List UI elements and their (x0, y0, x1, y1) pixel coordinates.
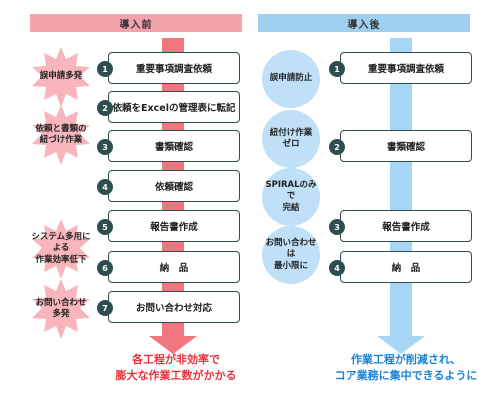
after-step-4: 4 納 品 (329, 251, 472, 283)
step-number: 3 (329, 219, 345, 235)
before-step-2: 2 依頼をExcelの管理表に転記 (97, 91, 240, 123)
step-number: 5 (97, 219, 113, 235)
step-label: 納 品 (159, 263, 189, 274)
problem-label: システム多用による 作業効率低下 (31, 232, 91, 265)
burst-shape (32, 279, 90, 339)
step-number: 4 (329, 260, 345, 276)
step-number: 7 (97, 300, 113, 316)
step-label: 書類確認 (386, 142, 425, 153)
before-step-3: 3 書類確認 (97, 130, 240, 162)
step-number: 1 (329, 61, 345, 77)
step-label: 重要事項調査依頼 (135, 64, 212, 75)
footer-before: 各工程が非効率で 膨大な作業工数がかかる (115, 353, 237, 382)
header-after: 導入後 (258, 14, 470, 32)
burst-shape (32, 219, 90, 279)
step-number: 6 (97, 260, 113, 276)
after-step-2: 2 書類確認 (329, 130, 472, 162)
solution-circle-2: 紐付け作業 ゼロ (262, 110, 320, 168)
step-label: 報告書作成 (150, 222, 198, 233)
before-step-1: 1 重要事項調査依頼 (97, 52, 240, 84)
after-step-3: 3 報告書作成 (329, 210, 472, 242)
before-step-7: 7 お問い合わせ対応 (97, 291, 240, 323)
step-label: 依頼確認 (154, 182, 193, 193)
before-step-5: 5 報告書作成 (97, 210, 240, 242)
step-label: 納 品 (391, 263, 421, 274)
before-step-4: 4 依頼確認 (97, 170, 240, 202)
step-number: 1 (97, 61, 113, 77)
step-number: 2 (97, 100, 113, 116)
step-label: 依頼をExcelの管理表に転記 (112, 103, 236, 114)
solution-circle-1: 誤申請防止 (262, 50, 320, 108)
problem-burst-2: 依頼と書類の 紐づけ作業 (30, 104, 92, 166)
step-number: 4 (97, 179, 113, 195)
step-label: 報告書作成 (382, 222, 430, 233)
problem-label: 誤申請多発 (39, 71, 83, 82)
solution-circle-3: SPIRALのみで 完結 (262, 168, 320, 226)
step-number: 2 (329, 139, 345, 155)
burst-shape (32, 105, 90, 165)
step-label: お問い合わせ対応 (135, 303, 212, 314)
problem-burst-1: 誤申請多発 (30, 46, 92, 108)
header-before: 導入前 (30, 14, 242, 32)
problem-burst-4: お問い合わせ 多発 (30, 278, 92, 340)
problem-label: 依頼と書類の 紐づけ作業 (35, 123, 87, 145)
footer-after: 作業工程が削減され、 コア業務に集中できるように (334, 353, 478, 382)
after-step-1: 1 重要事項調査依頼 (329, 52, 472, 84)
before-step-6: 6 納 品 (97, 251, 240, 283)
problem-label: お問い合わせ 多発 (35, 297, 87, 319)
step-label: 重要事項調査依頼 (367, 64, 444, 75)
step-label: 書類確認 (154, 142, 193, 153)
step-number: 3 (97, 139, 113, 155)
burst-shape (32, 47, 90, 107)
after-arrow-head (377, 336, 425, 354)
problem-burst-3: システム多用による 作業効率低下 (30, 218, 92, 280)
solution-circle-4: お問い合わせは 最小限に (262, 226, 320, 284)
before-arrow-head (149, 336, 197, 354)
